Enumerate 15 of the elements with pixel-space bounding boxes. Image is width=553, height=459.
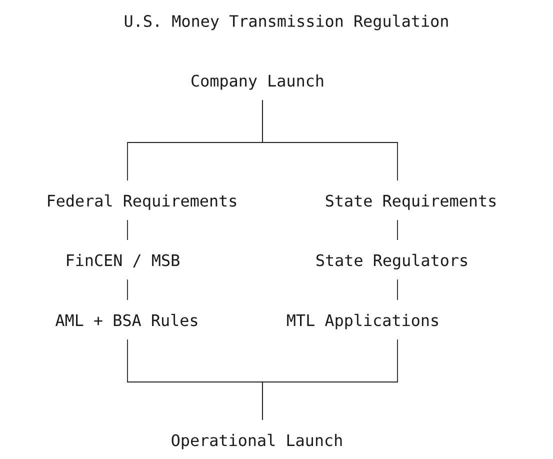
connector-line	[262, 100, 398, 181]
step-label: FinCEN / MSB	[67, 254, 180, 268]
connector-line	[127, 279, 128, 300]
diagram-title: U.S. Money Transmission Regulation	[124, 14, 448, 30]
step-label: MTL Applications	[287, 314, 438, 330]
connector-line	[397, 220, 398, 240]
step-label: State Requirements	[326, 194, 496, 210]
step-label: AML + BSA Rules	[56, 314, 198, 326]
connector-line	[262, 339, 398, 420]
connector-line	[127, 220, 128, 240]
connector-line	[397, 279, 398, 300]
step-label: Federal Requirements	[48, 194, 236, 210]
step-label: Company Launch	[192, 74, 324, 90]
step-label: State Regulators	[316, 254, 467, 270]
step-label: Operational Launch	[172, 434, 342, 450]
